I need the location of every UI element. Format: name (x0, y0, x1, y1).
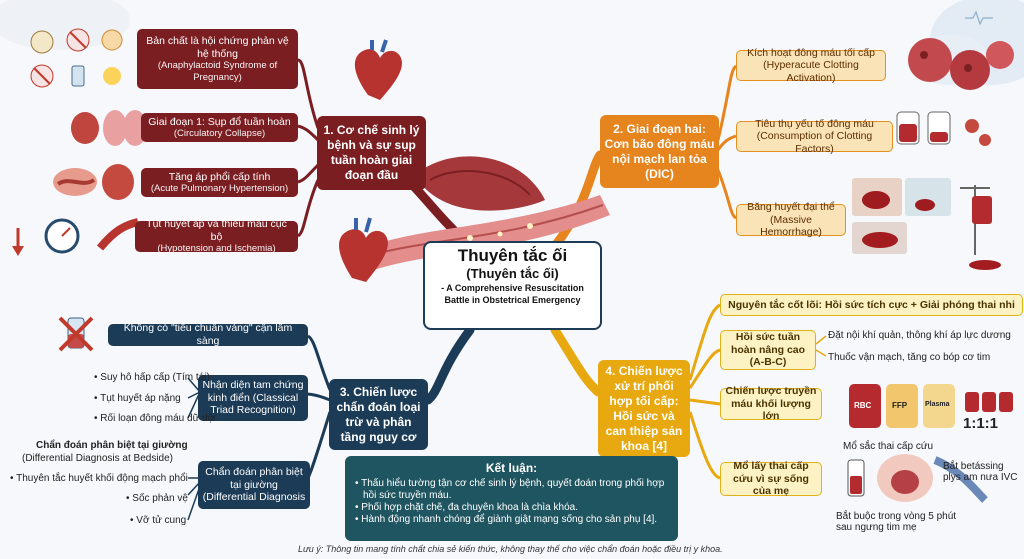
cesarean-note: Bắt buộc trong vòng 5 phút sau ngưng tim… (836, 511, 957, 533)
branch1-topic[interactable]: 1. Cơ chế sinh lý bệnh và sự sụp tuần ho… (317, 116, 426, 190)
cesarean-note: Mổ sắc thai cấp cứu (843, 441, 934, 452)
bag-label-ffp: FFP (892, 401, 908, 410)
item-label-en: (Hyperacute Clotting Activation) (763, 59, 859, 84)
conclusion-item: Phối hợp chặt chẽ, đa chuyên khoa là chì… (353, 502, 670, 514)
hemorrhage-illustration (852, 178, 1001, 270)
conclusion-item: Thấu hiểu tường tận cơ chế sinh lý bệnh,… (353, 478, 670, 502)
branch4-massive-transfusion[interactable]: Chiến lược truyền máu khối lượng lớn (720, 385, 822, 422)
branch1-item-pulmonary-hypertension[interactable]: Tăng áp phổi cấp tính (Acute Pulmonary H… (141, 168, 298, 197)
footnote: Lưu ý: Thông tin mang tính chất chia sẻ … (298, 544, 723, 554)
item-label-en: (Consumption of Clotting Factors) (756, 130, 873, 155)
lung-vessel-icon (53, 164, 134, 200)
blood-pressure-icon (12, 218, 139, 256)
item-label-en: (Hypotension and Ischemia) (157, 243, 276, 255)
item-label-en: (Circulatory Collapse) (173, 128, 266, 140)
item-label-vi: Băng huyết đại thể (747, 201, 835, 214)
bag-label-plasma: Plasma (925, 401, 950, 408)
cesarean-illustration (847, 454, 988, 503)
item-label-en: (Acute Pulmonary Hypertension) (150, 183, 289, 195)
branch3-bedside-ddx[interactable]: Chẩn đoán phân biệt tại giường (Differen… (198, 461, 310, 509)
branch4-connectors (550, 303, 827, 480)
item-label-vi: Bản chất là hội chứng phản vệ hệ thống (146, 35, 289, 60)
branch1-item-anaphylactoid[interactable]: Bản chất là hội chứng phản vệ hệ thống (… (137, 29, 298, 89)
branch4-core-principle[interactable]: Nguyên tắc cốt lõi: Hồi sức tích cực + G… (720, 294, 1023, 316)
acls-item: Thuốc vận mạch, tăng co bóp cơ tim (828, 352, 991, 363)
item-label-en: (Massive Hemorrhage) (760, 213, 822, 239)
heartbeat-icon (965, 10, 993, 26)
no-test-tube-icon (58, 316, 94, 352)
clotting-cells-icon (908, 38, 1014, 90)
central-topic: Thuyên tắc ối (Thuyên tắc ối) - A Compre… (423, 241, 602, 330)
bag-label-rbc: RBC (854, 401, 872, 410)
central-subtitle: (Thuyên tắc ối) (466, 265, 559, 281)
conclusion-item: Hành động nhanh chóng để giành giật mạng… (353, 514, 670, 526)
transfusion-bags-icon (849, 384, 1013, 428)
conclusion-box: Kết luận: Thấu hiểu tường tận cơ chế sin… (345, 456, 678, 541)
branch4-topic[interactable]: 4. Chiến lược xử trí phối hợp tối cấp: H… (598, 360, 690, 457)
branch4-advanced-resuscitation[interactable]: Hồi sức tuần hoàn nâng cao (A-B-C) (720, 330, 816, 370)
branch3-connectors (187, 325, 475, 521)
branch2-item-clotting-consumption[interactable]: Tiêu thụ yếu tố đông máu (Consumption of… (736, 117, 893, 155)
triad-item: Suy hô hấp cấp (Tím tái) (94, 372, 210, 383)
branch2-item-clotting-activation[interactable]: Kích hoạt đông máu tối cấp (Hyperacute C… (736, 46, 886, 84)
branch1-item-hypotension[interactable]: Tụt huyết áp và thiếu máu cục bộ (Hypote… (135, 218, 298, 255)
branch3-no-gold-standard[interactable]: Không có "tiêu chuẩn vàng" cận lâm sàng (108, 322, 308, 347)
item-label-vi: Tiêu thụ yếu tố đông máu (755, 117, 874, 130)
conclusion-heading: Kết luận: (485, 461, 538, 475)
central-tagline: - A Comprehensive Resuscitation Battle i… (441, 283, 584, 305)
ddx-item: Vỡ tử cung (130, 515, 186, 526)
acls-item: Đặt nội khí quản, thông khí áp lực dương (828, 330, 1011, 341)
triad-item: Rối loạn đông máu dữ dội (94, 413, 215, 424)
item-label-en: (Anaphylactoid Syndrome of Pregnancy) (157, 60, 278, 83)
allergen-icons (30, 28, 123, 88)
item-label-vi: Kích hoạt đông máu tối cấp (747, 46, 875, 59)
heart-icon (339, 217, 388, 282)
blood-bags-icon (896, 111, 991, 146)
ddx-item: Sốc phản vệ (126, 493, 188, 504)
placenta-vessel-illustration (360, 156, 610, 272)
heart-lungs-icon (71, 110, 147, 146)
triad-item: Tụt huyết áp nặng (94, 393, 181, 404)
branch3-classical-triad[interactable]: Nhận diện tam chứng kinh điển (Classical… (198, 375, 308, 421)
ddx-heading-en: (Differential Diagnosis at Bedside) (22, 453, 174, 464)
branch2-item-massive-hemorrhage[interactable]: Băng huyết đại thể (Massive Hemorrhage) (736, 201, 846, 239)
branch4-emergency-cesarean[interactable]: Mổ lấy thai cấp cứu vì sự sống của mẹ (720, 460, 822, 497)
cesarean-note: Bắt betássing plys am nưa IVC (943, 461, 1018, 483)
item-label-vi: Tăng áp phổi cấp tính (168, 170, 271, 183)
branch3-topic[interactable]: 3. Chiến lược chẩn đoán loại trừ và phân… (329, 379, 428, 450)
ddx-item: Thuyên tắc huyết khối động mạch phổi (10, 473, 188, 484)
heart-icon (354, 39, 402, 100)
ddx-heading: Chẩn đoán phân biệt tại giường (36, 440, 188, 451)
item-label-vi: Giai đoạn 1: Sụp đổ tuần hoàn (148, 115, 291, 128)
transfusion-ratio: 1:1:1 (963, 415, 999, 432)
branch2-topic[interactable]: 2. Giai đoạn hai: Cơn bão đông máu nội m… (600, 115, 719, 188)
item-label-vi: Tụt huyết áp và thiếu máu cục bộ (146, 218, 287, 243)
central-title: Thuyên tắc ối (457, 246, 568, 265)
branch1-item-circulatory-collapse[interactable]: Giai đoạn 1: Sụp đổ tuần hoàn (Circulato… (141, 113, 298, 142)
branch2-connectors (550, 64, 738, 251)
